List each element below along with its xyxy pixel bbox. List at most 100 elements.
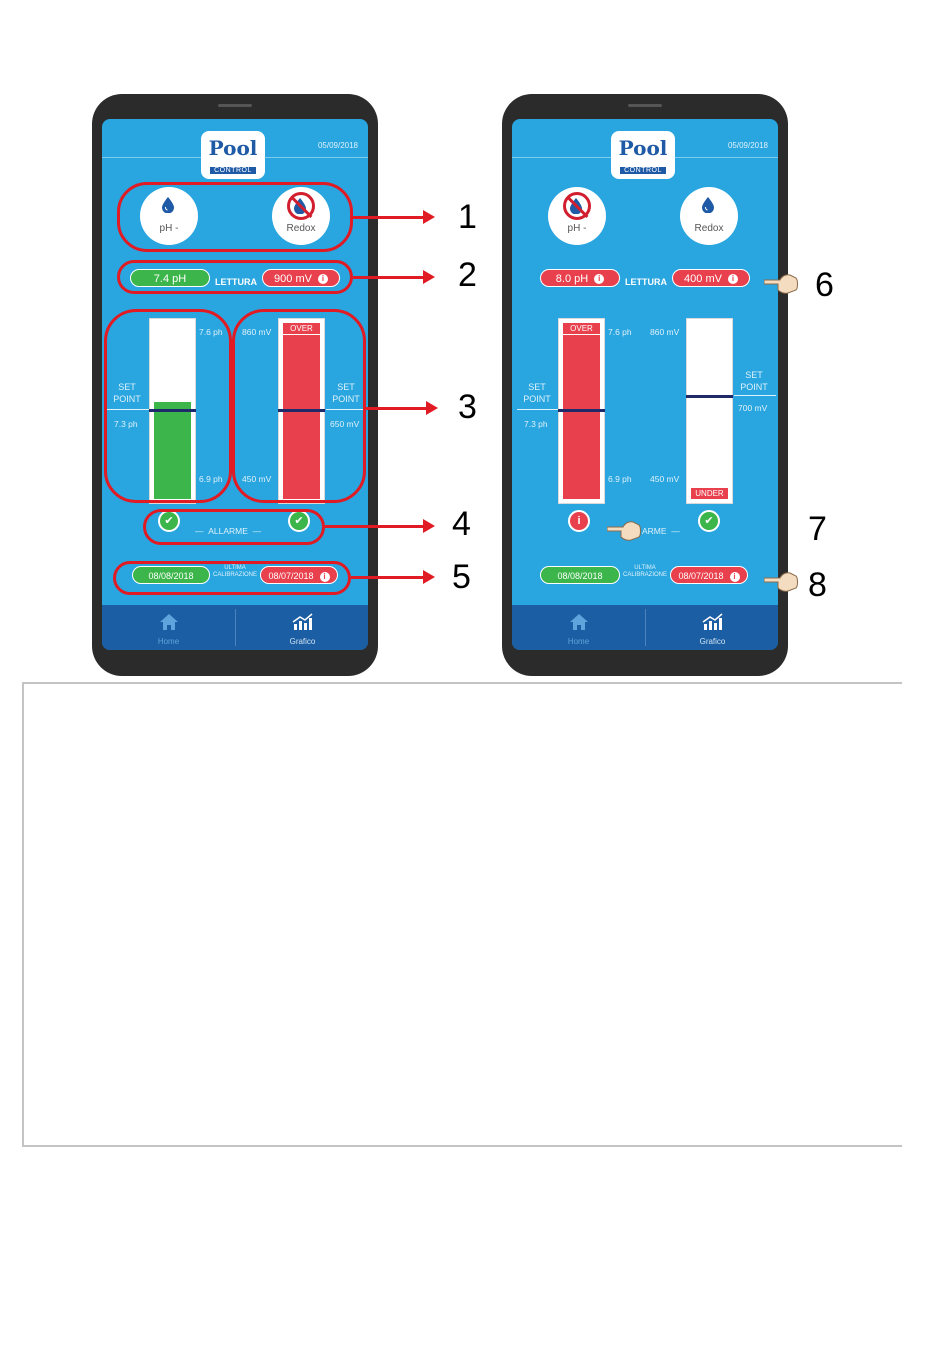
arrow-3: [366, 401, 438, 415]
nav-home-label: Home: [567, 637, 590, 646]
annotation-box-3a: [104, 309, 232, 503]
ph-setpoint-label: SET POINT: [113, 382, 141, 404]
reading-label: LETTURA: [625, 277, 667, 287]
ph-calibration-date: 08/08/2018: [148, 571, 194, 581]
empty-content-panel: [22, 682, 902, 1147]
screen-right: Pool CONTROL 05/09/2018 pH - Redox 8.0 p…: [512, 119, 778, 650]
ph-reading-value: 7.4 pH: [153, 273, 187, 285]
logo-word-control: CONTROL: [620, 167, 666, 174]
ph-gauge-fill: [154, 402, 191, 499]
logo-word-control: CONTROL: [210, 167, 256, 174]
redox-sensor-button[interactable]: Redox: [680, 187, 738, 245]
annotation-box-4: [143, 509, 325, 545]
pool-control-logo: Pool CONTROL: [201, 131, 265, 179]
annotation-number-1: 1: [458, 198, 477, 236]
ph-setpoint-marker: [149, 409, 196, 412]
nav-grafico-label: Grafico: [699, 637, 726, 646]
ph-reading-pill[interactable]: 7.4 pH: [130, 269, 210, 287]
info-icon: i: [729, 571, 740, 582]
calibration-label: ULTIMA CALIBRAZIONE: [212, 565, 257, 578]
no-water-icon: [563, 192, 591, 220]
annotation-box-2: [117, 260, 353, 294]
ph-reading-value: 8.0 pH: [555, 273, 589, 285]
no-water-icon: [287, 192, 315, 220]
alarm-label: — ALLARME —: [195, 526, 262, 536]
ph-min-label: 6.9 ph: [608, 474, 632, 484]
ph-alarm-warning-icon[interactable]: i: [568, 510, 590, 532]
speaker: [628, 104, 662, 107]
calibration-label: ULTIMA CALIBRAZIONE: [622, 565, 667, 578]
info-icon: i: [319, 571, 330, 582]
annotation-box-3b: [232, 309, 366, 503]
ph-setpoint-rule: [107, 409, 149, 410]
ph-calibration-pill[interactable]: 08/08/2018: [540, 566, 620, 584]
arrow-2: [353, 270, 435, 284]
nav-home-label: Home: [157, 637, 180, 646]
alarm-label: ARME —: [642, 526, 680, 536]
chart-icon: [702, 613, 722, 630]
redox-sensor-button[interactable]: Redox: [272, 187, 330, 245]
date-label: 05/09/2018: [727, 141, 768, 150]
ph-setpoint-value: 7.3 ph: [114, 419, 138, 429]
nav-grafico[interactable]: Grafico: [646, 605, 778, 650]
nav-home[interactable]: Home: [102, 605, 235, 650]
phone-right: Pool CONTROL 05/09/2018 pH - Redox 8.0 p…: [502, 94, 788, 676]
annotation-number-5: 5: [452, 558, 471, 596]
redox-setpoint-marker: [686, 395, 733, 398]
redox-alarm-ok-icon[interactable]: ✔: [698, 510, 720, 532]
speaker: [218, 104, 252, 107]
annotation-number-4: 4: [452, 505, 471, 543]
ph-sensor-button[interactable]: pH -: [140, 187, 198, 245]
logo-word-pool: Pool: [618, 136, 668, 160]
annotation-number-6: 6: [815, 266, 834, 304]
redox-min-label: 450 mV: [650, 474, 680, 484]
home-icon: [569, 614, 588, 630]
reading-label: LETTURA: [215, 277, 257, 287]
chart-icon: [292, 613, 312, 630]
over-tag: OVER: [283, 323, 320, 335]
redox-setpoint-marker: [278, 409, 325, 412]
water-drop-icon: [702, 197, 714, 213]
ph-setpoint-value: 7.3 ph: [524, 419, 548, 429]
nav-grafico[interactable]: Grafico: [236, 605, 368, 650]
redox-setpoint-value: 700 mV: [738, 403, 768, 413]
annotation-box-1: [117, 182, 353, 252]
logo-word-pool: Pool: [208, 136, 258, 160]
ph-sensor-label: pH -: [159, 223, 179, 234]
date-label: 05/09/2018: [317, 141, 358, 150]
annotation-number-8: 8: [808, 566, 827, 604]
redox-setpoint-label: SET POINT: [740, 370, 768, 392]
ph-max-label: 7.6 ph: [608, 327, 632, 337]
water-drop-icon: [162, 197, 174, 213]
annotation-number-7: 7: [808, 510, 827, 548]
redox-setpoint-rule: [326, 409, 368, 410]
info-icon: i: [594, 274, 605, 285]
annotation-number-3: 3: [458, 388, 477, 426]
redox-setpoint-value: 650 mV: [330, 419, 360, 429]
ph-reading-pill[interactable]: 8.0 pH i: [540, 269, 620, 287]
info-icon: i: [727, 274, 738, 285]
pointing-hand-icon: [607, 521, 641, 541]
ph-setpoint-label: SET POINT: [523, 382, 551, 404]
redox-calibration-pill[interactable]: 08/07/2018 i: [260, 566, 338, 584]
ph-sensor-button[interactable]: pH -: [548, 187, 606, 245]
bottom-nav: Home Grafico: [512, 605, 778, 650]
pointing-hand-icon: [764, 572, 798, 592]
ph-calibration-date: 08/08/2018: [557, 571, 603, 581]
under-tag: UNDER: [691, 487, 728, 499]
redox-reading-pill[interactable]: 400 mV i: [672, 269, 750, 287]
redox-max-label: 860 mV: [650, 327, 680, 337]
redox-setpoint-label: SET POINT: [332, 382, 360, 404]
nav-home[interactable]: Home: [512, 605, 645, 650]
redox-calibration-date: 08/07/2018: [268, 571, 314, 581]
redox-reading-value: 400 mV: [684, 273, 722, 285]
annotation-box-5: [113, 561, 351, 595]
ph-calibration-pill[interactable]: 08/08/2018: [132, 566, 210, 584]
pointing-hand-icon: [764, 274, 798, 294]
arrow-1: [353, 210, 435, 224]
redox-setpoint-rule: [734, 395, 776, 396]
arrow-4: [325, 519, 435, 533]
ph-sensor-label: pH -: [567, 223, 587, 234]
